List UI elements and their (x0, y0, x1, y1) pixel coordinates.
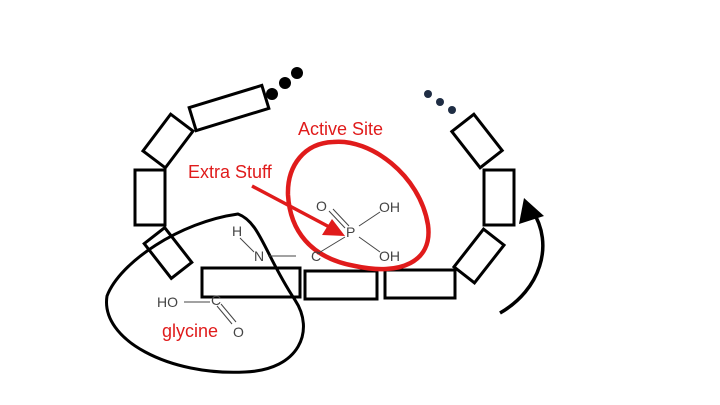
atom-c-lower: C (211, 292, 221, 308)
chem-atoms: H N C P O OH OH HO C O (157, 198, 400, 340)
bond-h-n (239, 237, 255, 253)
atom-c-bond: C (311, 248, 321, 264)
enzyme-chain (133, 83, 516, 301)
continuation-dots-left (266, 67, 303, 100)
extra-stuff-arrow-line (251, 184, 336, 232)
atom-o-double: O (316, 198, 327, 214)
atom-p: P (346, 224, 355, 240)
enzyme-segment (142, 225, 194, 281)
enzyme-segment (133, 168, 167, 227)
bond-p-o-double-2 (332, 208, 350, 227)
enzyme-segment (383, 268, 457, 300)
atom-oh-top: OH (379, 199, 400, 215)
rotation-arrow (499, 209, 545, 315)
enzyme-segment (140, 112, 196, 170)
atom-n: N (254, 248, 264, 264)
bond-p-oh-bottom (358, 236, 381, 253)
bond-c-p (316, 236, 346, 255)
atom-oh-bottom: OH (379, 248, 400, 264)
glycine-label: glycine (162, 321, 218, 341)
enzyme-segment (187, 83, 271, 133)
chem-bonds (184, 208, 381, 325)
active-site-label: Active Site (298, 119, 383, 139)
enzyme-segment (449, 112, 505, 170)
bond-c-o-double-2 (220, 303, 237, 323)
extra-stuff-arrowhead (322, 219, 345, 236)
bond-p-oh-top (358, 211, 381, 227)
glycine-outline (105, 212, 305, 374)
atom-ho: HO (157, 294, 178, 310)
enzyme-segment (482, 168, 516, 227)
atom-o-lower: O (233, 324, 244, 340)
rotation-arrowhead (519, 198, 544, 224)
extra-stuff-label: Extra Stuff (188, 162, 273, 182)
enzyme-segment (451, 226, 507, 286)
active-site-outline (285, 139, 431, 272)
atom-h: H (232, 223, 242, 239)
bond-c-o-double-1 (216, 305, 233, 325)
continuation-dots-right (424, 90, 456, 114)
enzyme-segment (303, 269, 379, 301)
bond-p-o-double-1 (328, 210, 346, 229)
